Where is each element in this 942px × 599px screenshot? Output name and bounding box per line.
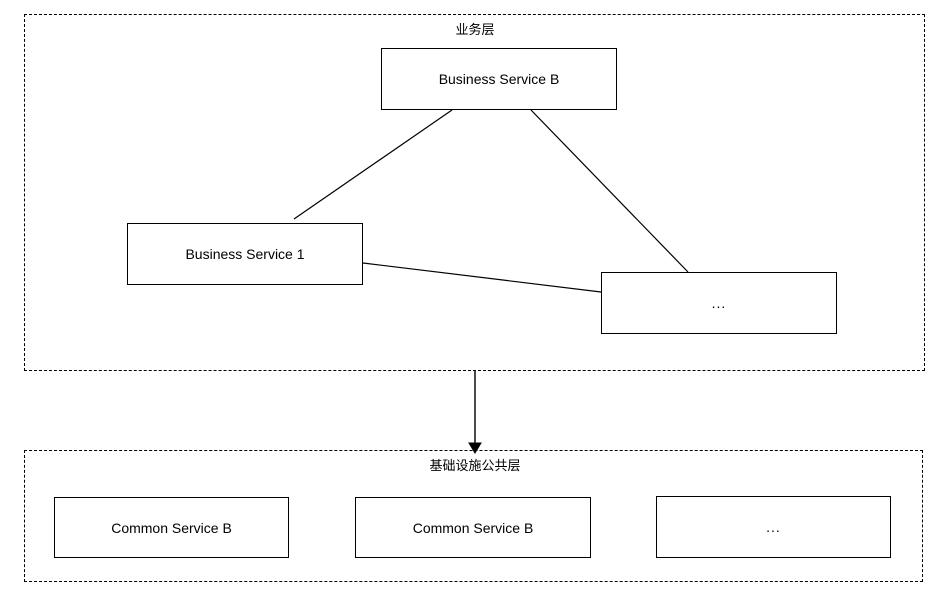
node-common-service-b-2[interactable]: Common Service B [355, 497, 591, 558]
node-common-service-b-1[interactable]: Common Service B [54, 497, 289, 558]
node-common-service-more[interactable]: ... [656, 496, 891, 558]
business-layer-container [24, 14, 925, 371]
infrastructure-layer-title: 基础设施公共层 [429, 458, 521, 473]
node-business-service-1[interactable]: Business Service 1 [127, 223, 363, 285]
node-business-service-more[interactable]: ... [601, 272, 837, 334]
business-layer-title: 业务层 [455, 22, 495, 37]
node-business-service-b[interactable]: Business Service B [381, 48, 617, 110]
